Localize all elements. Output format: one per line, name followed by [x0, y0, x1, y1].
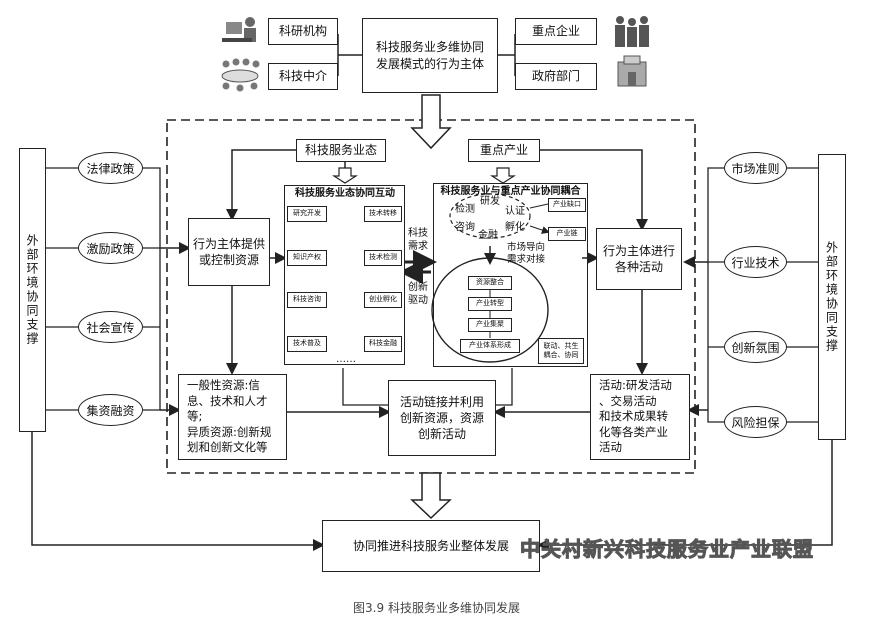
node-incubation: 创业孵化 [364, 292, 402, 308]
node-rd: 研究开发 [287, 206, 327, 222]
hollow-arrow-bottom [410, 472, 452, 520]
env-industry-tech: 行业技术 [724, 246, 787, 278]
innovation-drive-label: 创新 驱动 [408, 282, 428, 306]
market-demand-label: 市场导向 需求对接 [506, 242, 545, 265]
ring-finance: 金融 [478, 230, 498, 241]
tech-demand-label: 科技 需求 [408, 228, 428, 252]
step-industry-transformation: 产业转型 [468, 297, 512, 311]
actor-box-research: 科研机构 [268, 18, 338, 45]
ecosystem-label: 科技服务业态 [296, 139, 386, 162]
hollow-arrow-top [410, 94, 452, 150]
conduct-activities-box: 行为主体进行 各种活动 [596, 228, 682, 290]
industry-gap-box: 产业缺口 [548, 198, 586, 212]
researcher-icon [222, 17, 256, 42]
actor-title-box: 科技服务业多维协同 发展模式的行为主体 [362, 18, 498, 93]
env-financing: 集资融资 [78, 394, 143, 426]
linkage-note: 联动、共生 耦合、协同 [538, 338, 584, 364]
hollow-arrow-mid-right [489, 167, 517, 184]
ring-consulting: 咨询 [455, 222, 475, 233]
env-innovation-climate: 创新氛围 [724, 331, 787, 363]
business-team-icon [615, 16, 649, 47]
ring-testing: 检测 [455, 204, 475, 215]
right-env-support: 外部环境协同支撑 [818, 154, 846, 440]
node-testing: 技术检测 [364, 250, 402, 266]
ring-incubation: 孵化 [505, 222, 525, 233]
env-publicity: 社会宣传 [78, 311, 143, 343]
dashed-frame [166, 119, 696, 474]
step-industry-system: 产业体系形成 [460, 339, 520, 353]
step-resource-integration: 资源整合 [468, 276, 512, 290]
coupling-panel [433, 183, 588, 367]
ring-rd: 研发 [480, 196, 500, 207]
figure-caption: 图3.9 科技服务业多维协同发展 [353, 601, 520, 615]
meeting-icon [221, 58, 260, 92]
ring-certification: 认证 [505, 206, 525, 217]
hollow-arrow-mid-left [331, 167, 359, 184]
resource-types-box: 一般性资源:信 息、技术和人才 等; 异质资源:创新规 划和创新文化等 [178, 374, 287, 460]
env-market-rules: 市场准则 [724, 152, 787, 184]
watermark-text: 中关村新兴科技服务业产业联盟 [520, 537, 814, 562]
service-panel-title: 科技服务业态协同互动 [295, 188, 395, 199]
activity-types-box: 活动:研发活动 、交易活动 和技术成果转 化等各类产业 活动 [590, 374, 690, 460]
coupling-panel-title: 科技服务业与重点产业协同耦合 [440, 186, 581, 197]
overall-development-box: 协同推进科技服务业整体发展 [322, 520, 540, 572]
actor-box-intermediary: 科技中介 [268, 63, 338, 90]
left-env-support: 外部环境协同支撑 [19, 148, 46, 432]
provide-resources-box: 行为主体提供 或控制资源 [188, 218, 270, 286]
actor-box-government: 政府部门 [515, 63, 597, 90]
env-incentive-policy: 激励政策 [78, 232, 143, 264]
more-ellipsis: …… [336, 354, 356, 365]
node-tech-transfer: 技术转移 [364, 206, 402, 222]
activity-linkage-box: 活动链接并利用 创新资源，资源 创新活动 [388, 380, 496, 456]
env-law-policy: 法律政策 [78, 152, 143, 184]
env-risk-guarantee: 风险担保 [724, 406, 787, 438]
service-ring [449, 193, 531, 239]
government-building-icon [617, 55, 647, 87]
industry-label: 重点产业 [468, 139, 540, 162]
industry-chain-box: 产业链 [548, 227, 586, 241]
node-consulting: 科技咨询 [287, 292, 327, 308]
node-popularization: 技术普及 [287, 336, 327, 352]
node-ip: 知识产权 [287, 250, 327, 266]
actor-box-enterprise: 重点企业 [515, 18, 597, 45]
step-industry-agglomeration: 产业集聚 [468, 318, 512, 332]
node-finance: 科技金融 [364, 336, 402, 352]
